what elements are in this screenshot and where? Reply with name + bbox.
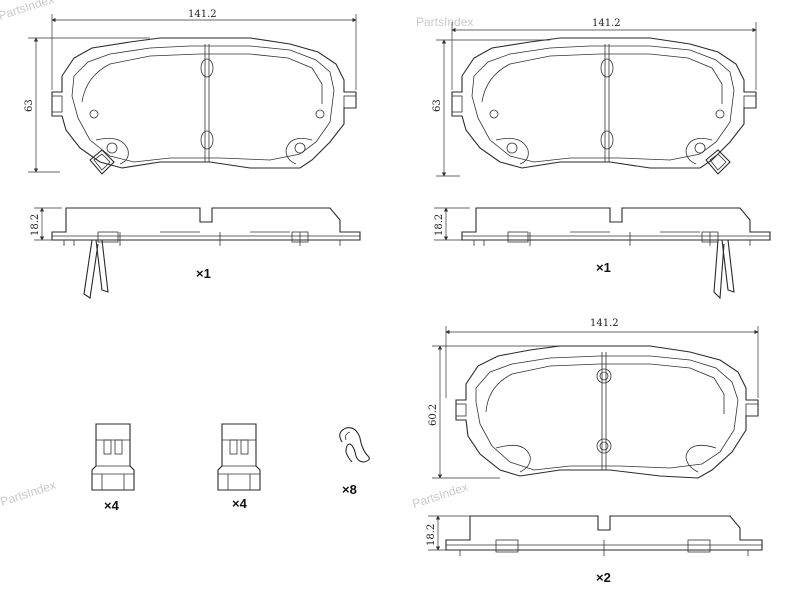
quantity-label-clip-b: ×4 — [232, 496, 248, 511]
quantity-label-left: ×1 — [196, 266, 211, 281]
dim-thickness-right: 18.2 — [434, 214, 445, 236]
dim-height-bottom: 60.2 — [428, 404, 439, 426]
watermark-bottom-right: PartsIndex — [411, 480, 470, 511]
pad-side-view-right: 18.2 ×1 — [434, 207, 771, 300]
dim-height-top-right: 63 — [432, 99, 443, 112]
quantity-label-spring: ×8 — [342, 482, 357, 497]
retaining-spring: ×8 — [339, 427, 370, 497]
watermark-top-left: PartsIndex — [0, 0, 55, 23]
wear-sensor-connector — [89, 149, 115, 175]
dim-thickness-bottom: 18.2 — [426, 524, 437, 546]
watermark-bottom-left: PartsIndex — [0, 478, 57, 509]
dim-height-top-left: 63 — [24, 99, 35, 112]
abutment-clip-b: ×4 — [217, 423, 261, 511]
pad-side-view-bottom: 18.2 ×2 — [426, 515, 763, 585]
pad-top-view-right: 141.2 63 — [432, 18, 757, 177]
dim-thickness-left: 18.2 — [30, 214, 41, 236]
pad-top-view-bottom: 141.2 60.2 — [428, 318, 759, 479]
dim-width-bottom: 141.2 — [590, 318, 619, 329]
dim-width-top-right: 141.2 — [592, 18, 621, 29]
dim-width-top-left: 141.2 — [188, 9, 217, 20]
pad-side-view-left: 18.2 ×1 — [30, 207, 361, 299]
quantity-label-clip-a: ×4 — [104, 498, 120, 513]
watermark-top-right: PartsIndex — [416, 15, 473, 29]
wear-sensor-connector — [705, 149, 731, 175]
abutment-clip-a: ×4 — [91, 423, 135, 513]
quantity-label-right: ×1 — [596, 260, 611, 275]
pad-top-view-left: 141.2 63 — [24, 9, 357, 175]
quantity-label-bottom: ×2 — [596, 570, 611, 585]
